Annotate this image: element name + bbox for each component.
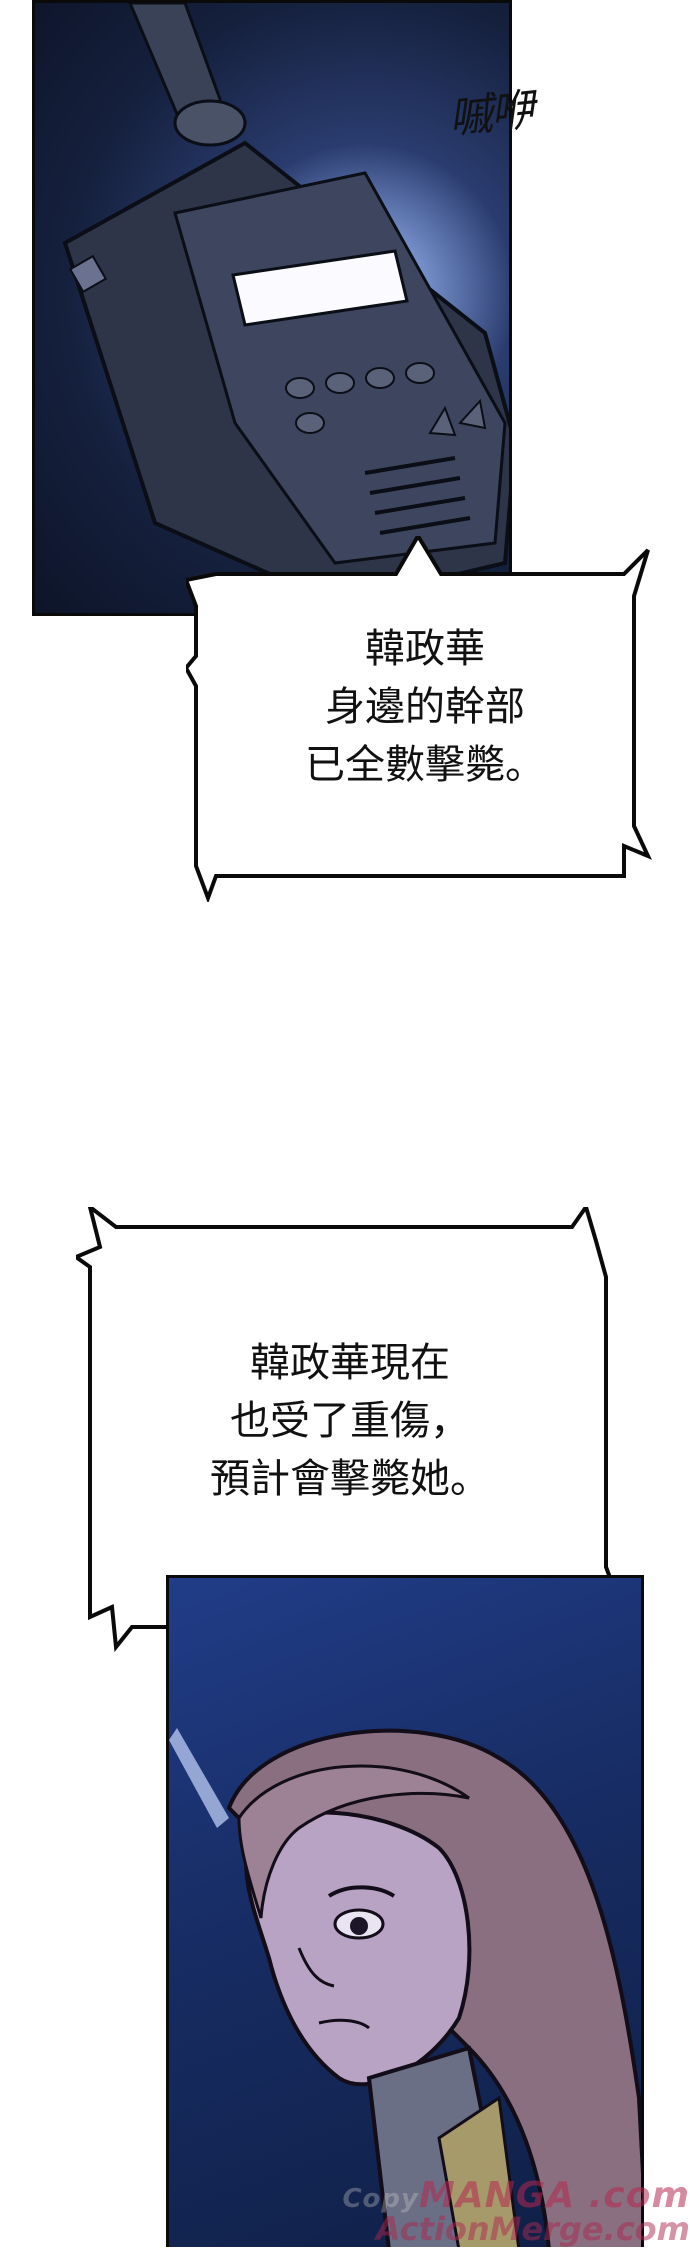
antenna-base bbox=[173, 99, 247, 147]
eyebrow bbox=[327, 1885, 396, 1898]
radio-buttons bbox=[285, 362, 487, 437]
nose bbox=[297, 1947, 335, 1988]
panel-character bbox=[166, 1575, 644, 2247]
hair-fringe bbox=[237, 1764, 470, 1919]
panel-walkie-talkie bbox=[32, 0, 512, 616]
side-clip bbox=[68, 254, 108, 294]
walkie-talkie-illustration bbox=[62, 3, 509, 606]
light-beam bbox=[169, 1728, 229, 1828]
watermark-prefix: Copy bbox=[342, 2184, 419, 2214]
bubble-2-line: 預計會擊斃她。 bbox=[210, 1456, 490, 1502]
bubble-1-line: 身邊的幹部 bbox=[325, 684, 525, 730]
character-illustration bbox=[169, 1728, 641, 2247]
bubble-1-line: 已全數擊斃。 bbox=[305, 742, 545, 788]
watermark-line-2: ActionMerge.com bbox=[375, 2210, 690, 2248]
armor-plate bbox=[437, 2095, 521, 2247]
bubble-2-line: 韓政華現在 bbox=[250, 1340, 450, 1386]
speech-bubble-2-text: 韓政華現在 也受了重傷， 預計會擊斃她。 bbox=[90, 1334, 610, 1508]
bubble-2-line: 也受了重傷， bbox=[230, 1398, 470, 1444]
bubble-1-line: 韓政華 bbox=[365, 626, 485, 672]
speech-bubble-1-text: 韓政華 身邊的幹部 已全數擊斃。 bbox=[200, 620, 650, 794]
sound-effect: 嘁咿 bbox=[446, 84, 535, 145]
glowing-screen bbox=[231, 249, 409, 327]
mouth bbox=[318, 2018, 370, 2030]
watermark: CopyMANGA .com ActionMerge.com bbox=[290, 2175, 690, 2248]
pupil bbox=[350, 1917, 368, 1935]
speech-bubble-1 bbox=[186, 536, 652, 902]
speaker-grille bbox=[364, 456, 471, 535]
watermark-line-1: MANGA .com bbox=[418, 2175, 690, 2216]
